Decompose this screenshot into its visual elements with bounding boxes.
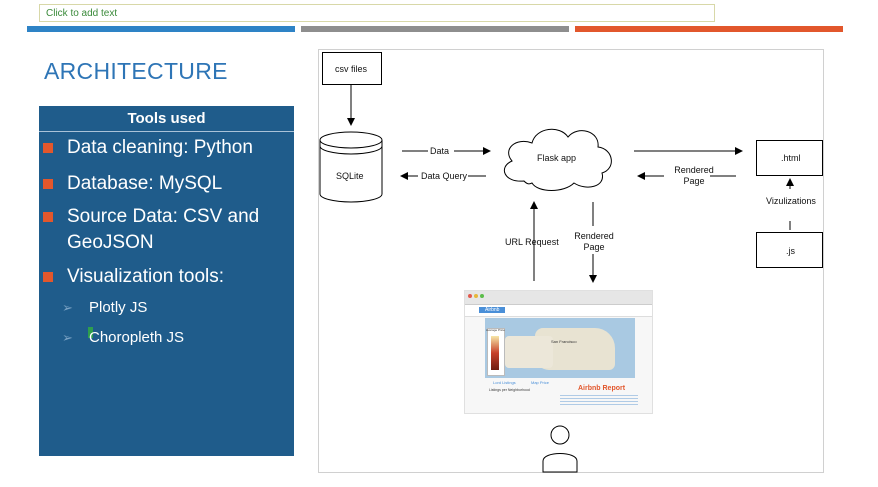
tab-map-price[interactable]: Map Price xyxy=(531,380,550,385)
bullet-square xyxy=(43,272,53,282)
sqlite-label: SQLite xyxy=(336,171,364,181)
flask-app-cloud-icon xyxy=(503,128,612,191)
js-file-box: .js xyxy=(756,232,823,268)
csv-files-box: csv files xyxy=(322,52,382,85)
tab-lord-listings[interactable]: Lord Listings xyxy=(493,380,516,385)
bullet-square xyxy=(43,143,53,153)
window-dot-green xyxy=(480,294,484,298)
url-request-label: URL Request xyxy=(505,237,559,247)
tools-panel xyxy=(39,106,294,456)
vizulizations-label: Vizulizations xyxy=(766,196,816,206)
sub-bullet-arrow-icon: ➢ xyxy=(62,330,73,345)
flask-app-label: Flask app xyxy=(537,153,577,163)
report-text xyxy=(560,395,638,407)
webpage-screenshot: Airbnb San Francisco Average Price Lord … xyxy=(464,290,653,414)
click-to-add-text-placeholder[interactable]: Click to add text xyxy=(39,4,715,22)
tool-subitem-plotly: Plotly JS xyxy=(89,299,148,316)
rendered-page-label-down: Rendered Page xyxy=(574,231,614,252)
html-file-box: .html xyxy=(756,140,823,176)
header-stripe-orange xyxy=(575,26,843,32)
site-nav xyxy=(465,305,652,317)
text-cursor-marker xyxy=(88,327,93,338)
html-file-label: .html xyxy=(781,153,801,163)
tool-item-data-cleaning: Data cleaning: Python xyxy=(67,137,253,158)
tool-item-visualization: Visualization tools: xyxy=(67,266,225,287)
choropleth-map xyxy=(485,318,635,378)
user-icon xyxy=(542,425,578,473)
tool-subitem-choropleth: Choropleth JS xyxy=(89,329,185,346)
tool-item-source-data: Source Data: CSV and GeoJSON xyxy=(67,206,260,253)
browser-bar xyxy=(465,291,652,305)
legend-title: Average Price xyxy=(486,328,505,332)
slide-title: ARCHITECTURE xyxy=(44,58,228,84)
data-query-label: Data Query xyxy=(421,171,468,181)
report-title: Airbnb Report xyxy=(578,385,626,392)
tools-header: Tools used xyxy=(39,107,294,132)
rendered-page-label-right: Rendered Page xyxy=(674,165,714,186)
js-file-label: .js xyxy=(786,246,795,256)
bullet-square xyxy=(43,212,53,222)
sqlite-database-icon xyxy=(319,131,383,203)
csv-files-label: csv files xyxy=(335,64,368,74)
bullet-square xyxy=(43,179,53,189)
sub-bullet-arrow-icon: ➢ xyxy=(62,300,73,315)
diagram-arrows xyxy=(347,85,794,283)
header-stripe-gray xyxy=(301,26,569,32)
map-label: San Francisco xyxy=(551,339,577,344)
data-label: Data xyxy=(430,146,450,156)
window-dot-yellow xyxy=(474,294,478,298)
window-dot-red xyxy=(468,294,472,298)
site-brand: Airbnb xyxy=(479,307,506,313)
listing-caption: Listings per Neighborhood xyxy=(489,388,530,392)
header-stripe-blue xyxy=(27,26,295,32)
tool-item-database: Database: MySQL xyxy=(67,173,223,194)
